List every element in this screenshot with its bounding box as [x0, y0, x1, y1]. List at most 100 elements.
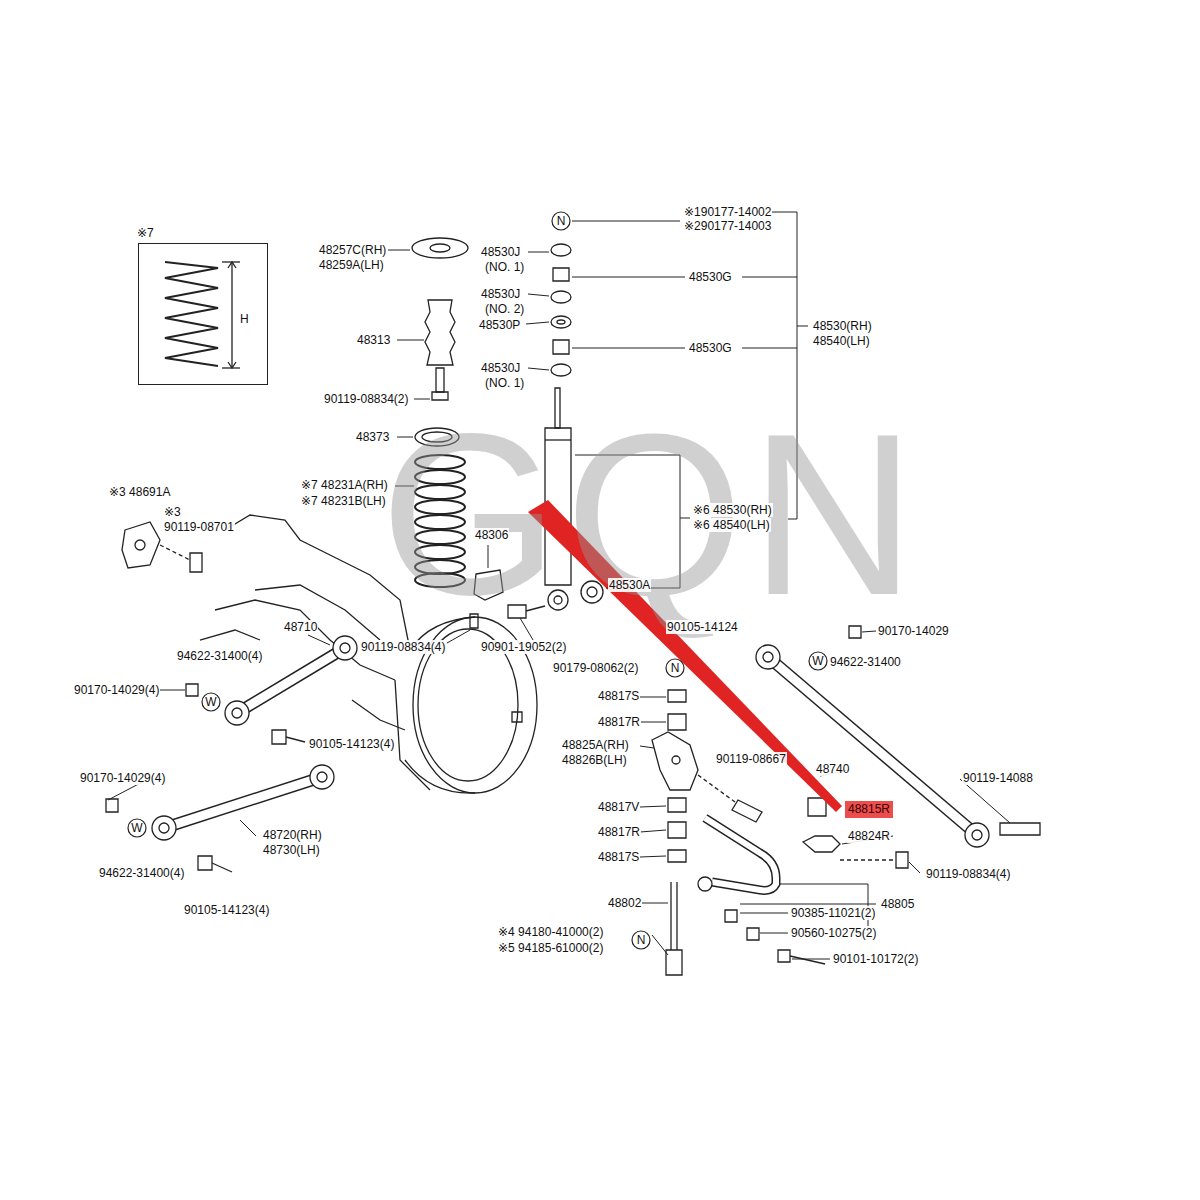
drawing-stroke: [340, 643, 350, 653]
drawing-stroke: [232, 708, 242, 718]
drawing-stroke: [228, 262, 236, 368]
circle-outline: [632, 931, 650, 949]
drawing-stroke: [165, 262, 218, 366]
drawing-stroke: [512, 712, 522, 722]
symbol-letter: W: [201, 692, 221, 712]
drawing-stroke: [152, 816, 176, 840]
drawing-stroke: [212, 863, 232, 872]
drawing-stroke: [557, 320, 565, 324]
drawing-stroke: [164, 777, 322, 828]
part-number: ※6 48530(RH): [692, 503, 773, 517]
part-number: 48530A: [608, 578, 651, 592]
drawing-stroke: [909, 862, 920, 873]
drawing-stroke: [780, 884, 868, 885]
part-number: 48530(RH): [812, 319, 873, 333]
drawing-stroke: [652, 935, 668, 955]
drawing-stroke: [551, 364, 571, 376]
part-number: ※5 94185-61000(2): [497, 941, 604, 955]
part-number: 48530G: [688, 270, 733, 284]
drawing-stroke: [255, 585, 380, 640]
drawing-stroke: [668, 822, 686, 838]
drawing-stroke: [222, 367, 240, 368]
part-number: 48313: [356, 333, 391, 347]
circled-symbol: N: [551, 211, 571, 231]
part-number: 48815R: [848, 802, 890, 817]
part-number: 94622-31400(4): [98, 866, 185, 880]
drawing-stroke: [668, 714, 686, 730]
drawing-stroke: [395, 680, 430, 790]
drawing-stroke: [705, 818, 776, 890]
drawing-stroke: [553, 268, 569, 281]
drawing-stroke: [698, 775, 735, 802]
part-number: ※4 94180-41000(2): [497, 925, 604, 939]
drawing-stroke: [308, 635, 330, 645]
part-number: 90119-08834(4): [360, 640, 447, 654]
part-number: 48530J: [480, 245, 521, 259]
leader-lines: [108, 212, 1010, 959]
part-number: (NO. 1): [484, 260, 525, 274]
part-number: ※3: [163, 505, 182, 519]
part-number: 48259A(LH): [318, 258, 385, 272]
drawing-stroke: [200, 630, 260, 640]
circled-symbol: W: [127, 818, 147, 838]
drawing-stroke: [742, 348, 797, 349]
drawing-stroke: [676, 882, 677, 950]
drawing-stroke: [840, 859, 896, 860]
drawing-stroke: [135, 540, 145, 550]
drawing-stroke: [778, 950, 790, 962]
drawing-stroke: [528, 294, 549, 296]
part-number: 48825A(RH): [561, 738, 630, 752]
drawing-stroke: [159, 823, 169, 833]
drawing-stroke: [790, 956, 825, 964]
part-number: 90105-14123(4): [308, 737, 395, 751]
part-number: 48817R: [597, 825, 641, 839]
drawing-stroke: [528, 368, 549, 370]
watermark: GQN: [380, 400, 922, 630]
drawing-stroke: [317, 772, 327, 782]
part-number: 90101-10172(2): [832, 952, 919, 966]
drawing-stroke: [742, 277, 797, 278]
part-number: 48805: [880, 897, 915, 911]
drawing-stroke: [972, 830, 982, 840]
part-number: (NO. 1): [484, 376, 525, 390]
drawing-stroke: [668, 850, 686, 862]
circled-symbol: N: [631, 930, 651, 950]
drawing-stroke: [231, 262, 232, 368]
drawing-stroke: [965, 823, 989, 847]
part-number: ※3 48691A: [108, 485, 171, 499]
drawing-stroke: [286, 737, 305, 742]
symbol-letter: N: [665, 658, 685, 678]
part-number: 48740: [815, 762, 850, 776]
drawing-stroke: [666, 950, 682, 975]
drawing-stroke: [642, 903, 668, 904]
drawing-stroke: [640, 856, 666, 857]
drawing-stroke: [222, 261, 240, 262]
drawing-stroke: [640, 806, 666, 807]
drawing-stroke: [747, 928, 759, 940]
drawing-stroke: [740, 913, 788, 914]
parts-drawing: [106, 238, 1040, 975]
part-number: 48530G: [688, 341, 733, 355]
drawing-stroke: [333, 636, 357, 660]
part-number: 90105-14124: [666, 620, 739, 634]
part-number: 48826B(LH): [561, 753, 628, 767]
part-number: 90119-08834(4): [925, 867, 1012, 881]
part-number: 48817R: [597, 715, 641, 729]
part-number: 48817S: [597, 689, 640, 703]
drawing-stroke: [551, 291, 571, 303]
note-mark: ※7: [137, 226, 154, 240]
part-number: 48824R: [847, 829, 891, 843]
drawing-stroke: [352, 700, 405, 730]
part-number: 94622-31400(4): [176, 649, 263, 663]
part-number: 90170-14029: [877, 624, 950, 638]
part-number: 48710: [283, 620, 318, 634]
drawing-stroke: [160, 690, 185, 691]
part-number: 48730(LH): [262, 843, 321, 857]
drawing-stroke: [732, 800, 762, 822]
circled-symbol: W: [808, 651, 828, 671]
part-number: 90105-14123(4): [183, 903, 270, 917]
part-number: ※190177-14002: [683, 205, 772, 219]
circle-outline: [202, 693, 220, 711]
drawing-stroke: [672, 756, 680, 764]
